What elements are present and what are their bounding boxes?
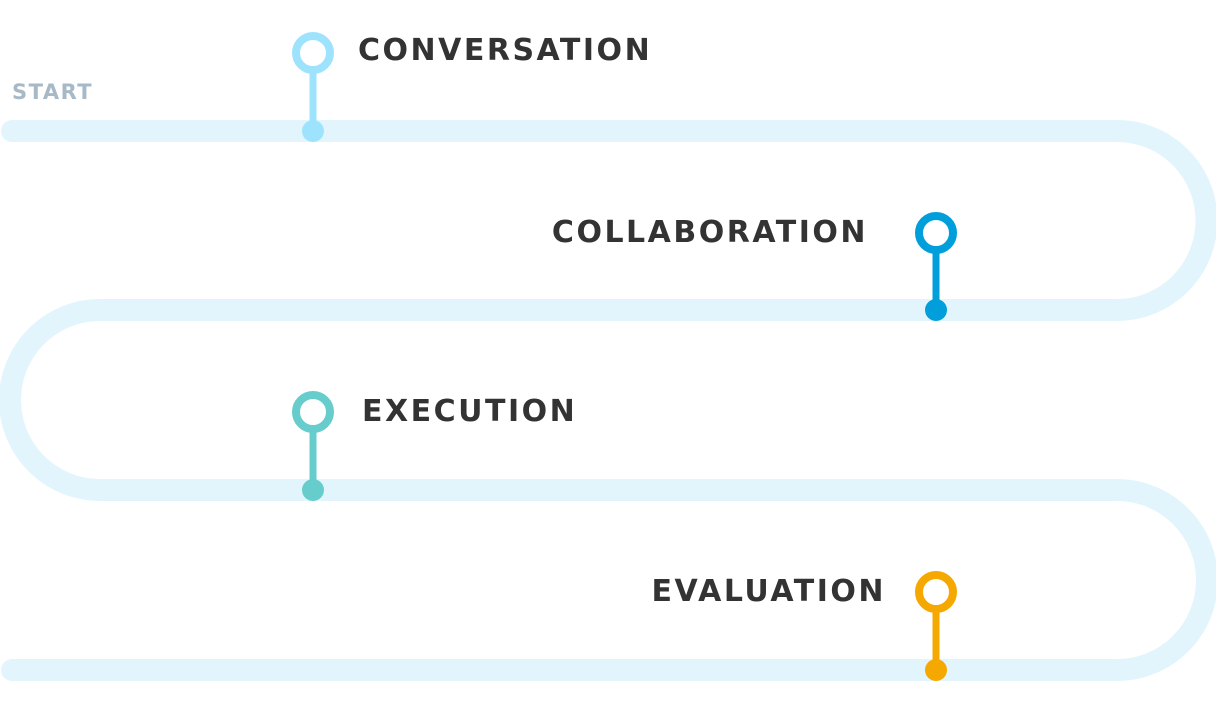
pin-dot bbox=[302, 120, 324, 142]
pin-ring bbox=[915, 571, 957, 613]
pin-dot bbox=[925, 659, 947, 681]
pin-dot bbox=[302, 479, 324, 501]
milestone-label-collaboration: COLLABORATION bbox=[551, 215, 868, 250]
pin-ring bbox=[292, 391, 334, 433]
pin-marker-conversation bbox=[292, 32, 334, 142]
winding-track bbox=[0, 120, 1216, 681]
pin-dot bbox=[925, 299, 947, 321]
milestone-label-conversation: CONVERSATION bbox=[358, 33, 653, 68]
pin-ring bbox=[915, 212, 957, 254]
milestone-label-evaluation: EVALUATION bbox=[651, 574, 886, 609]
pin-marker-collaboration bbox=[915, 212, 957, 321]
pin-marker-execution bbox=[292, 391, 334, 501]
start-label: START bbox=[12, 80, 94, 104]
milestone-label-execution: EXECUTION bbox=[362, 394, 578, 429]
pin-marker-evaluation bbox=[915, 571, 957, 681]
pin-ring bbox=[292, 32, 334, 74]
